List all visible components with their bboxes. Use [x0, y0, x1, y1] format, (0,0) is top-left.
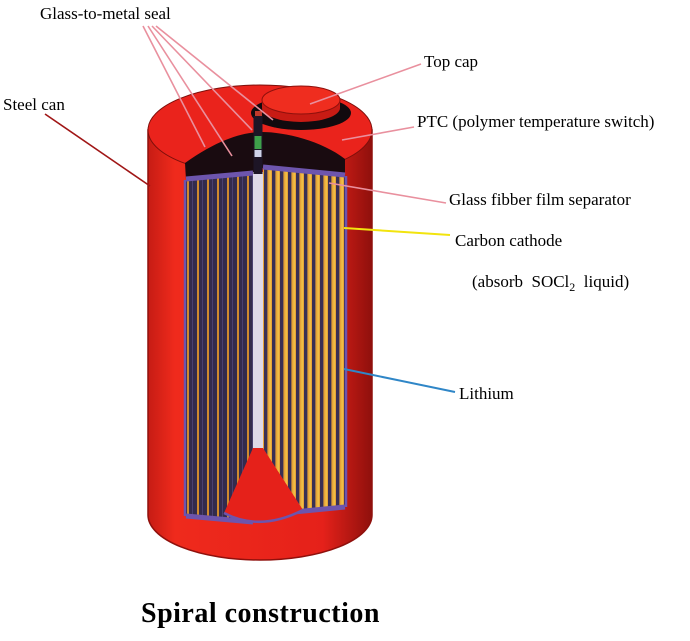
can-bottom-inner [224, 448, 303, 522]
leader-steel-can [44, 113, 151, 187]
cathode-formula-pre: (absorb SOCl [472, 271, 570, 291]
label-carbon-cathode-line1: Carbon cathode [455, 231, 563, 250]
cathode-formula-subscript: 2 [569, 279, 576, 294]
label-carbon-cathode-line2: (absorb SOCl2 liquid) [455, 252, 629, 314]
leader-carbon-cathode [343, 227, 451, 236]
label-ptc: PTC (polymer temperature switch) [417, 112, 655, 131]
label-glass-to-metal-seal: Glass-to-metal seal [40, 4, 171, 23]
label-lithium: Lithium [459, 384, 514, 403]
leader-glass-seal-1 [142, 25, 206, 148]
top-cap-top [261, 85, 341, 115]
separator-band-top-right [262, 164, 346, 178]
label-top-cap: Top cap [424, 52, 479, 71]
leader-glass-seal-4 [155, 25, 274, 121]
leader-ptc [341, 126, 415, 141]
label-separator: Glass fibber film separator [449, 190, 631, 209]
seal-pin-insulator [254, 150, 262, 157]
seal-pin-glass [254, 136, 262, 149]
leader-glass-seal-3 [151, 25, 253, 131]
electrode-panel-right [263, 168, 345, 514]
center-axis-gap [253, 172, 263, 450]
leader-top-cap [309, 63, 422, 105]
leader-separator [328, 182, 447, 204]
cathode-formula-post: liquid) [575, 271, 630, 291]
label-steel-can: Steel can [3, 95, 65, 114]
seal-pin-rivet [255, 111, 262, 116]
separator-band-top-left [185, 170, 254, 182]
diagram-title: Spiral construction [141, 598, 380, 629]
electrode-panel-left [186, 174, 253, 521]
leader-lines [44, 25, 456, 393]
leader-glass-seal-2 [147, 25, 233, 157]
leader-lithium [343, 368, 456, 393]
separator-bottom-arc [223, 508, 304, 523]
